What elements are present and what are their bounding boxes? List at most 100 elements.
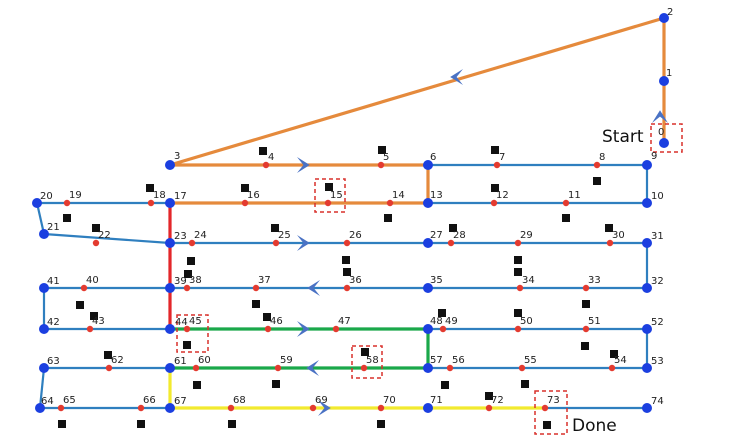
obstacle-square	[378, 146, 386, 154]
node-label-62: 62	[111, 355, 124, 366]
node-label-36: 36	[349, 275, 362, 286]
node-58	[360, 364, 368, 372]
obstacle-square	[521, 380, 529, 388]
direction-arrow-icon	[297, 157, 310, 173]
direction-arrow-icon	[318, 400, 331, 416]
obstacle-square	[58, 420, 66, 428]
node-label-29: 29	[520, 230, 533, 241]
obstacle-square	[562, 214, 570, 222]
node-label-15: 15	[330, 190, 343, 201]
node-label-43: 43	[92, 316, 105, 327]
highlight-box-58	[351, 345, 383, 379]
node-63	[39, 363, 49, 373]
node-59	[274, 364, 282, 372]
node-label-5: 5	[383, 152, 389, 163]
node-label-68: 68	[233, 395, 246, 406]
node-label-27: 27	[430, 230, 443, 241]
node-label-70: 70	[383, 395, 396, 406]
node-label-58: 58	[366, 355, 379, 366]
node-label-72: 72	[491, 395, 504, 406]
node-label-44: 44	[175, 317, 188, 328]
node-19	[63, 199, 71, 207]
node-5	[377, 161, 385, 169]
obstacle-square	[441, 381, 449, 389]
obstacle-square	[491, 146, 499, 154]
node-62	[105, 364, 113, 372]
node-45	[183, 325, 191, 333]
nodes	[32, 13, 669, 413]
node-label-53: 53	[651, 356, 664, 367]
direction-arrow-icon	[306, 360, 319, 376]
node-13	[423, 198, 433, 208]
obstacle-square	[272, 380, 280, 388]
node-61	[165, 363, 175, 373]
node-26	[343, 239, 351, 247]
obstacle-square	[342, 256, 350, 264]
node-label-45: 45	[189, 316, 202, 327]
node-label-26: 26	[349, 230, 362, 241]
node-label-39: 39	[174, 276, 187, 287]
obstacle-square	[361, 348, 369, 356]
node-1	[659, 76, 669, 86]
node-label-22: 22	[98, 230, 111, 241]
node-56	[446, 364, 454, 372]
route-path-yellow	[168, 368, 545, 410]
node-65	[57, 404, 65, 412]
node-24	[188, 239, 196, 247]
obstacle-square	[76, 301, 84, 309]
obstacle-square	[582, 300, 590, 308]
node-label-28: 28	[453, 230, 466, 241]
node-53	[642, 363, 652, 373]
node-label-41: 41	[47, 276, 60, 287]
node-43	[86, 325, 94, 333]
node-label-54: 54	[614, 355, 627, 366]
node-label-61: 61	[174, 356, 187, 367]
node-label-11: 11	[568, 190, 581, 201]
node-label-42: 42	[47, 317, 60, 328]
node-21	[39, 229, 49, 239]
obstacle-square	[259, 147, 267, 155]
node-3	[165, 160, 175, 170]
done-label: Done	[572, 416, 617, 436]
node-label-33: 33	[588, 275, 601, 286]
node-label-50: 50	[520, 316, 533, 327]
node-9	[642, 160, 652, 170]
route-paths	[168, 16, 666, 410]
node-55	[518, 364, 526, 372]
obstacle-square	[104, 351, 112, 359]
node-label-59: 59	[280, 355, 293, 366]
highlight-box-73	[534, 390, 568, 435]
direction-arrow-icon	[307, 280, 320, 296]
node-12	[490, 199, 498, 207]
grid-edge-20-21	[35, 202, 46, 235]
obstacle-square	[228, 420, 236, 428]
node-label-71: 71	[430, 395, 443, 406]
direction-arrow-icon	[652, 110, 668, 123]
route-path-green	[170, 327, 430, 370]
node-label-37: 37	[258, 275, 271, 286]
node-label-10: 10	[651, 191, 664, 202]
node-71	[423, 403, 433, 413]
node-label-64: 64	[41, 396, 54, 407]
highlight-boxes	[176, 123, 683, 435]
node-73	[541, 404, 549, 412]
node-29	[514, 239, 522, 247]
node-label-18: 18	[153, 190, 166, 201]
node-label-65: 65	[63, 395, 76, 406]
node-10	[642, 198, 652, 208]
node-33	[582, 284, 590, 292]
obstacle-square	[90, 312, 98, 320]
node-52	[642, 324, 652, 334]
node-label-24: 24	[194, 230, 207, 241]
obstacle-square	[146, 184, 154, 192]
obstacle-square	[241, 184, 249, 192]
obstacle-square	[92, 224, 100, 232]
obstacle-square	[63, 214, 71, 222]
node-label-63: 63	[47, 356, 60, 367]
node-label-19: 19	[69, 190, 82, 201]
node-label-31: 31	[651, 231, 664, 242]
node-label-35: 35	[430, 275, 443, 286]
node-label-48: 48	[430, 316, 443, 327]
node-14	[386, 199, 394, 207]
node-66	[137, 404, 145, 412]
